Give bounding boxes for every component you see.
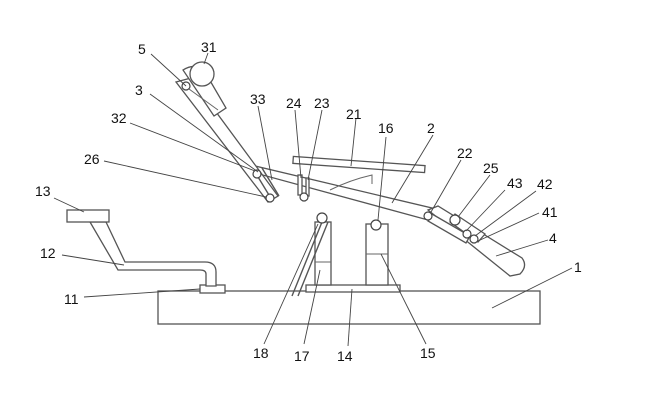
leader-32 — [129, 122, 256, 172]
callout-43: 43 — [507, 175, 523, 191]
callout-33: 33 — [250, 91, 266, 107]
main-beam-bracket — [329, 174, 373, 191]
leader-22 — [430, 159, 462, 213]
pivot-pin-43 — [462, 229, 472, 239]
pivot-pin-18 — [316, 212, 328, 224]
leader-1 — [491, 267, 573, 309]
callout-22: 22 — [457, 145, 473, 161]
leader-16 — [377, 136, 387, 221]
callout-4: 4 — [549, 230, 557, 246]
callout-17: 17 — [294, 348, 310, 364]
leader-23 — [307, 109, 323, 181]
callout-21: 21 — [346, 106, 362, 122]
callout-24: 24 — [286, 95, 302, 111]
diagonal-brace — [291, 221, 323, 297]
callout-2: 2 — [427, 120, 435, 136]
callout-31: 31 — [201, 39, 217, 55]
leader-4 — [495, 239, 549, 257]
leader-33 — [257, 105, 273, 181]
callout-3: 3 — [135, 82, 143, 98]
leader-24 — [294, 109, 302, 179]
upper-slot — [188, 88, 219, 111]
callout-18: 18 — [253, 345, 269, 361]
pedal-lever — [88, 221, 217, 287]
pivot-pin-22 — [423, 211, 433, 221]
callout-5: 5 — [138, 41, 146, 57]
leader-43 — [465, 189, 506, 232]
leader-3 — [149, 93, 259, 173]
callout-14: 14 — [337, 348, 353, 364]
pivot-pin-32 — [252, 169, 262, 179]
leader-21 — [350, 117, 357, 167]
leader-42 — [474, 190, 537, 237]
leader-18 — [263, 223, 319, 345]
leader-17 — [303, 269, 321, 345]
callout-15: 15 — [420, 345, 436, 361]
pedal-plate — [66, 209, 110, 223]
leader-11 — [83, 288, 201, 298]
spring-rod-24 — [297, 174, 303, 196]
leader-5 — [150, 53, 187, 87]
diagonal-brace-edge — [297, 221, 329, 297]
pivot-pin-24 — [299, 192, 309, 202]
callout-42: 42 — [537, 176, 553, 192]
callout-25: 25 — [483, 160, 499, 176]
callout-23: 23 — [314, 95, 330, 111]
column-base-plate — [305, 284, 401, 293]
link-rod-33 — [261, 167, 280, 197]
callout-32: 32 — [111, 110, 127, 126]
callout-16: 16 — [378, 120, 394, 136]
leader-31 — [203, 52, 209, 65]
pivot-pin-26 — [265, 193, 275, 203]
leader-41 — [477, 212, 540, 242]
leader-26 — [103, 160, 267, 198]
base-plate — [157, 290, 541, 325]
leader-13 — [53, 197, 85, 213]
pivot-pin-16 — [370, 219, 382, 231]
callout-12: 12 — [40, 245, 56, 261]
pivot-pin-42 — [469, 234, 479, 244]
upper-disc — [189, 61, 215, 87]
leader-15 — [380, 253, 427, 345]
callout-41: 41 — [542, 204, 558, 220]
callout-11: 11 — [64, 291, 79, 307]
left-support-column — [314, 221, 332, 286]
pivot-pin-25 — [449, 214, 461, 226]
leader-14 — [347, 288, 353, 347]
leader-2 — [391, 134, 434, 204]
top-plate — [292, 155, 426, 174]
leader-25 — [457, 174, 491, 218]
upper-arm — [174, 77, 279, 203]
callout-1: 1 — [574, 259, 582, 275]
callout-13: 13 — [35, 183, 51, 199]
callout-26: 26 — [84, 151, 100, 167]
leader-12 — [61, 254, 125, 266]
